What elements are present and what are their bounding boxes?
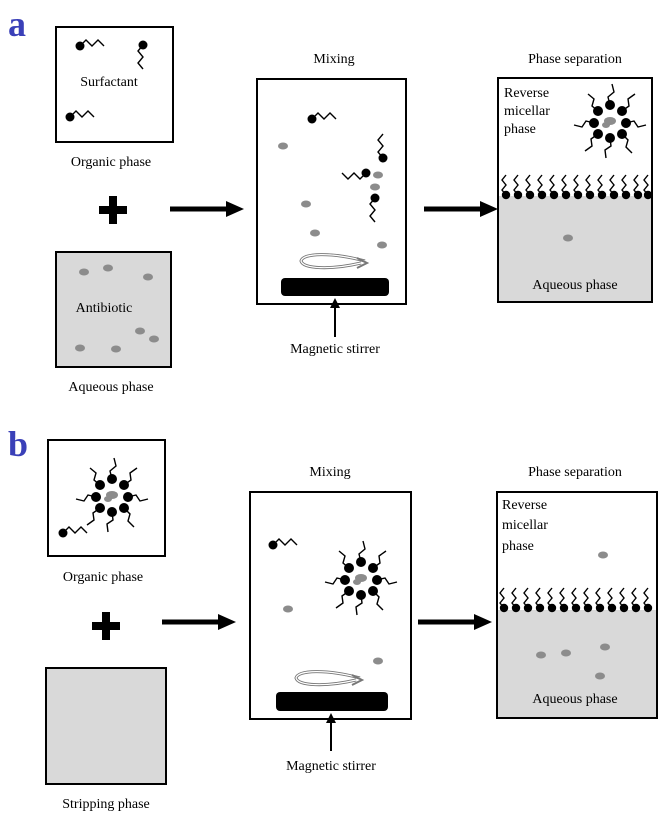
up-arrow-icon xyxy=(330,298,340,337)
reverse-label-a-2: micellar xyxy=(504,104,550,119)
separation-title-a: Phase separation xyxy=(528,52,622,67)
organic-phase-box-a: Surfactant xyxy=(55,26,174,143)
organic-phase-box-b xyxy=(47,439,166,557)
plus-icon xyxy=(92,612,120,640)
aqueous-phase-box-a: Antibiotic xyxy=(55,251,172,368)
mixing-title-a: Mixing xyxy=(313,52,354,67)
panel-b-letter: b xyxy=(8,424,28,464)
reverse-label-a-1: Reverse xyxy=(504,86,549,101)
organic-phase-caption-b: Organic phase xyxy=(63,570,143,585)
reverse-label-b-2: micellar xyxy=(502,518,548,533)
right-arrow-icon xyxy=(162,614,236,630)
antibiotic-label: Antibiotic xyxy=(76,301,133,316)
organic-phase-caption-a: Organic phase xyxy=(71,155,151,170)
stir-bar-icon xyxy=(281,278,389,296)
reverse-label-b-3: phase xyxy=(502,539,534,554)
surfactant-label: Surfactant xyxy=(80,75,138,90)
stirrer-caption-b: Magnetic stirrer xyxy=(286,759,376,774)
panel-b: b Organic phase Stripping phase Mixing xyxy=(8,424,658,812)
phase-separation-box-a: Reverse micellar phase Aqueous phase xyxy=(497,77,653,303)
stir-bar-icon xyxy=(276,692,388,711)
up-arrow-icon xyxy=(326,713,336,751)
right-arrow-icon xyxy=(424,201,498,217)
panel-a: a Surfactant Organic phase Antibiotic xyxy=(8,4,653,395)
mixing-title-b: Mixing xyxy=(309,465,350,480)
aqueous-layer-label-a: Aqueous phase xyxy=(532,278,617,293)
reverse-label-b-1: Reverse xyxy=(502,498,547,513)
reverse-label-a-3: phase xyxy=(504,122,536,137)
aqueous-phase-caption-a: Aqueous phase xyxy=(68,380,153,395)
mixing-box-b xyxy=(249,491,412,720)
stripping-phase-caption: Stripping phase xyxy=(62,797,150,812)
mixing-box-a xyxy=(256,78,407,305)
right-arrow-icon xyxy=(418,614,492,630)
stripping-phase-box xyxy=(45,667,167,785)
stirrer-caption-a: Magnetic stirrer xyxy=(290,342,380,357)
right-arrow-icon xyxy=(170,201,244,217)
phase-separation-box-b: Reverse micellar phase Aqueous phase xyxy=(496,491,658,719)
panel-a-letter: a xyxy=(8,4,26,44)
aqueous-layer-label-b: Aqueous phase xyxy=(532,692,617,707)
separation-title-b: Phase separation xyxy=(528,465,622,480)
plus-icon xyxy=(99,196,127,224)
